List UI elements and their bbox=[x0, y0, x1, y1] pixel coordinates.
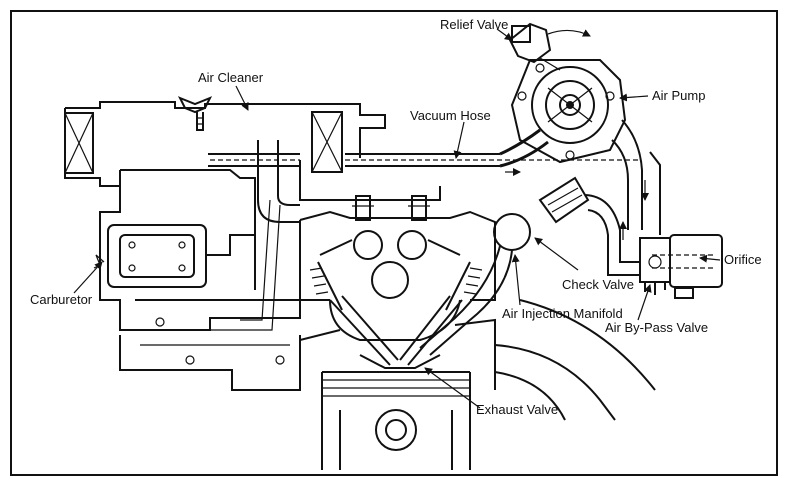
label-carburetor: Carburetor bbox=[30, 292, 93, 307]
labels: Relief Valve Air Cleaner Air Pump Vacuum… bbox=[30, 17, 762, 417]
bypass-valve-drawing bbox=[639, 234, 723, 299]
vacuum-hose-drawing bbox=[208, 153, 640, 331]
label-air-cleaner: Air Cleaner bbox=[198, 70, 264, 85]
label-orifice: Orifice bbox=[724, 252, 762, 267]
pump-output-hose bbox=[499, 119, 661, 240]
air-pump-drawing bbox=[508, 22, 627, 164]
label-exhaust-valve: Exhaust Valve bbox=[476, 402, 558, 417]
label-check-valve: Check Valve bbox=[562, 277, 634, 292]
exhaust-pipe-drawing bbox=[494, 299, 656, 421]
check-valve-drawing bbox=[419, 176, 640, 356]
piston-drawing bbox=[321, 371, 471, 470]
diagram-frame bbox=[10, 10, 778, 476]
air-cleaner-drawing bbox=[64, 96, 386, 187]
label-air-bypass-valve: Air By-Pass Valve bbox=[605, 320, 708, 335]
label-air-pump: Air Pump bbox=[652, 88, 705, 103]
label-air-injection-manifold: Air Injection Manifold bbox=[502, 306, 623, 321]
label-relief-valve: Relief Valve bbox=[440, 17, 508, 32]
label-vacuum-hose: Vacuum Hose bbox=[410, 108, 491, 123]
cylinder-head-drawing bbox=[299, 195, 496, 390]
carburetor-drawing bbox=[93, 169, 301, 391]
leader-lines bbox=[73, 28, 721, 409]
